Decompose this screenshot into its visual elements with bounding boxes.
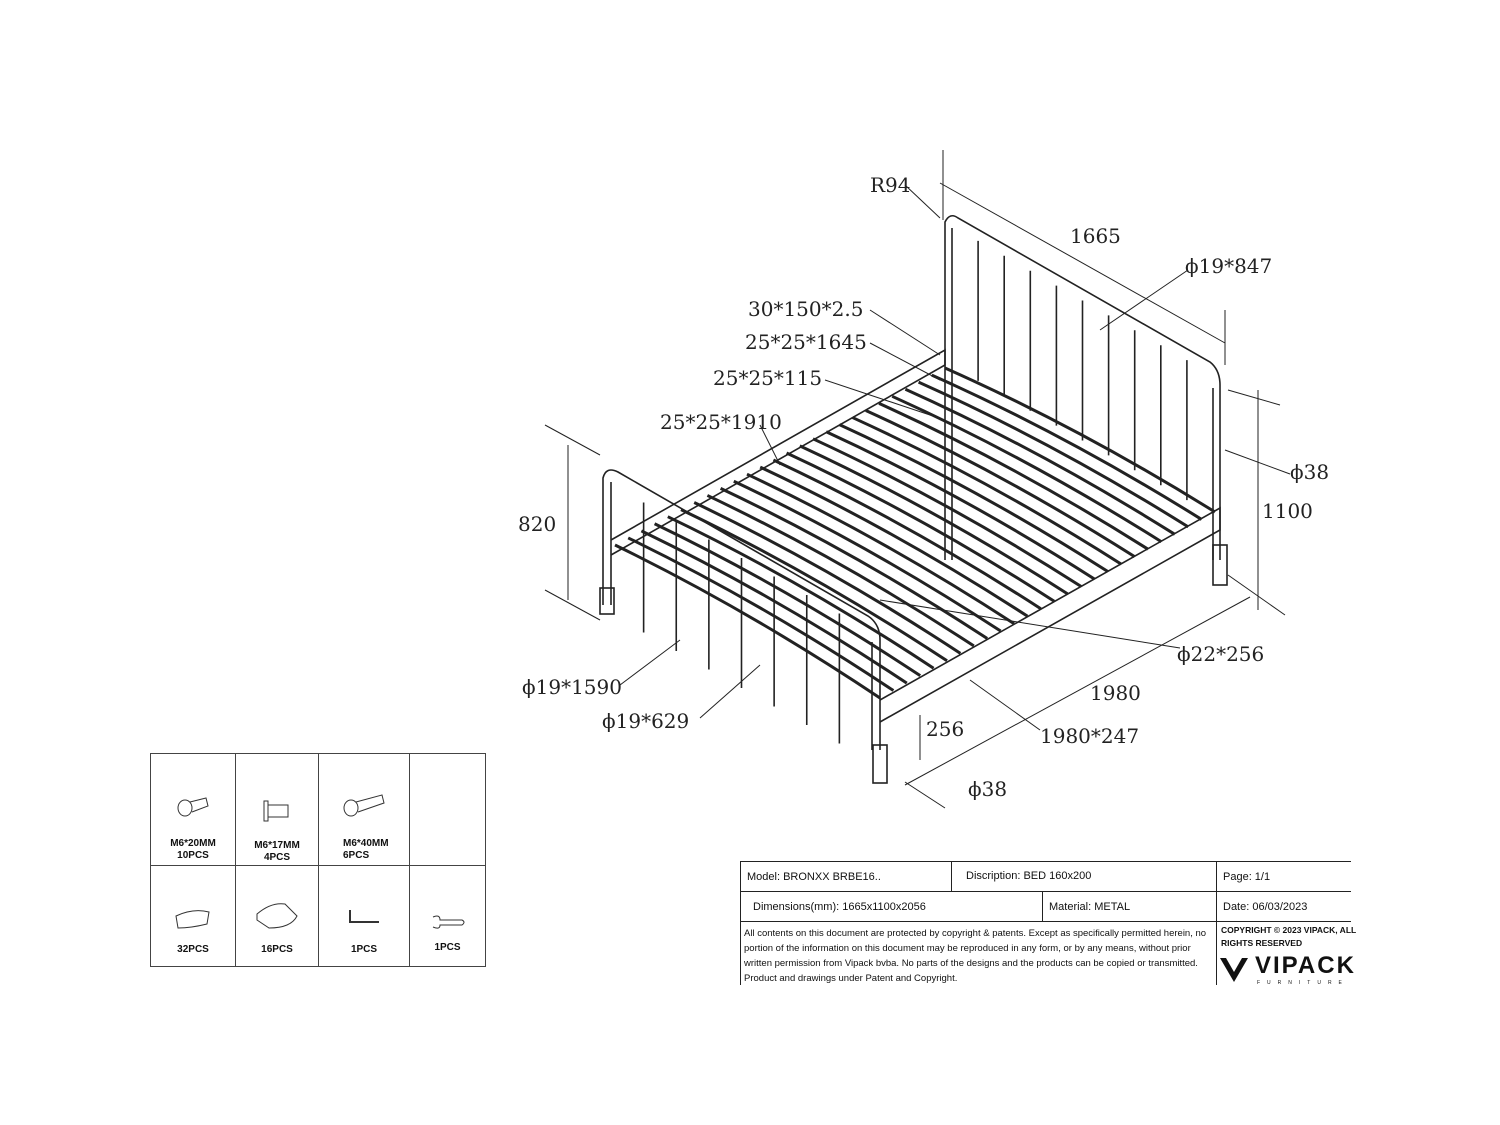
part-qty: 1PCS: [434, 942, 461, 953]
allen-key-icon: [349, 910, 379, 923]
slat: [851, 416, 1123, 566]
headboard-post-inner: [951, 228, 1214, 560]
slat: [746, 472, 1015, 625]
label-slat-profile: 30*150*2.5: [748, 297, 863, 321]
page-field: Page: 1/1: [1217, 862, 1351, 892]
slat: [917, 380, 1189, 529]
vipack-logo: VIPACK FURNITURE: [1219, 954, 1369, 988]
slat: [627, 536, 895, 692]
label-foot-height: 820: [518, 512, 556, 536]
barrel-nut-icon: [263, 800, 289, 822]
slat: [706, 494, 975, 648]
slat: [772, 458, 1042, 610]
slat: [931, 373, 1203, 521]
dimension-lines: [544, 150, 1291, 809]
slat: [904, 387, 1176, 536]
description-field: Discription: BED 160x200: [952, 862, 1217, 892]
slat: [693, 501, 962, 655]
slat-group: [614, 366, 1216, 700]
part-qty: 16PCS: [261, 944, 293, 955]
label-foot-slats: ϕ19*629: [602, 709, 689, 733]
slat: [812, 437, 1082, 588]
headboard-frame: [944, 214, 1221, 560]
part-qty: 4PCS: [263, 852, 291, 863]
label-post-head: ϕ38: [1290, 460, 1329, 484]
label-leg-support: 25*25*115: [713, 366, 822, 390]
label-head-slats: ϕ19*847: [1185, 254, 1272, 278]
label-cross-rail: 25*25*1645: [745, 330, 867, 354]
slat: [799, 444, 1069, 596]
slat: [719, 487, 989, 640]
slat: [838, 423, 1109, 573]
part-cell: 1PCS: [410, 866, 485, 966]
slat: [785, 451, 1056, 603]
leg-head-right: [1212, 544, 1228, 586]
vertical-bars: [642, 240, 1188, 744]
bed-technical-drawing: R94 1665 ϕ19*847 30*150*2.5 25*25*1645 2…: [518, 150, 1329, 809]
part-spec: M6*17MM: [254, 840, 300, 851]
title-block: Model: BRONXX BRBE16.. Discription: BED …: [740, 861, 1356, 986]
material-field: Material: METAL: [1043, 892, 1217, 922]
part-cell-empty: [410, 754, 485, 866]
date-field: Date: 06/03/2023: [1217, 892, 1351, 922]
copyright-disclaimer: All contents on this document are protec…: [741, 922, 1217, 985]
part-qty: 1PCS: [350, 944, 378, 955]
slat: [878, 402, 1149, 551]
label-r94: R94: [870, 173, 911, 197]
slat-holder-icon: [175, 910, 210, 929]
copyright-notice: COPYRIGHT © 2023 VIPACK, ALL RIGHTS RESE…: [1221, 925, 1357, 948]
vipack-logo-icon: [1220, 958, 1248, 982]
slat: [891, 394, 1163, 544]
part-qty: 32PCS: [177, 944, 209, 955]
label-post-foot: ϕ38: [968, 777, 1007, 801]
slat: [680, 508, 948, 663]
label-side-rail: 1980*247: [1040, 724, 1139, 748]
part-spec: M6*20MM: [170, 838, 216, 849]
slat: [944, 366, 1216, 514]
label-leg: ϕ22*256: [1177, 642, 1264, 666]
label-width: 1665: [1070, 224, 1121, 248]
part-cell: 16PCS: [236, 866, 319, 966]
slat: [667, 515, 935, 670]
slat: [759, 465, 1029, 618]
part-cell: 1PCS: [319, 866, 410, 966]
leg-foot-right: [872, 744, 888, 784]
slat: [614, 543, 881, 700]
part-qty: 10PCS: [177, 850, 209, 861]
part-spec: M6*40MM: [343, 838, 389, 849]
model-field: Model: BRONXX BRBE16..: [741, 862, 952, 892]
part-cell: 32PCS: [151, 866, 236, 966]
label-length: 1980: [1090, 681, 1141, 705]
slat: [865, 409, 1136, 558]
slat: [653, 522, 922, 677]
wrench-icon: [432, 915, 464, 929]
side-rail-front: [879, 506, 1221, 723]
label-leg-height: 256: [926, 717, 964, 741]
logo-text: VIPACK: [1255, 952, 1356, 979]
dimensions-field: Dimensions(mm): 1665x1100x2056: [741, 892, 1043, 922]
dimension-labels: R94 1665 ϕ19*847 30*150*2.5 25*25*1645 2…: [518, 173, 1329, 801]
end-cap-icon: [256, 903, 298, 929]
label-head-height: 1100: [1262, 499, 1313, 523]
part-qty: 6PCS: [343, 850, 370, 861]
bed-frame: [599, 214, 1228, 784]
logo-subtext: FURNITURE: [1257, 980, 1349, 986]
slat: [825, 430, 1096, 581]
label-foot-rail: ϕ19*1590: [522, 675, 622, 699]
flat-head-bolt-icon: [177, 797, 209, 817]
slat: [733, 479, 1002, 633]
label-center-rail: 25*25*1910: [660, 410, 782, 434]
leg-foot-left: [599, 587, 615, 615]
long-bolt-icon: [343, 794, 385, 817]
